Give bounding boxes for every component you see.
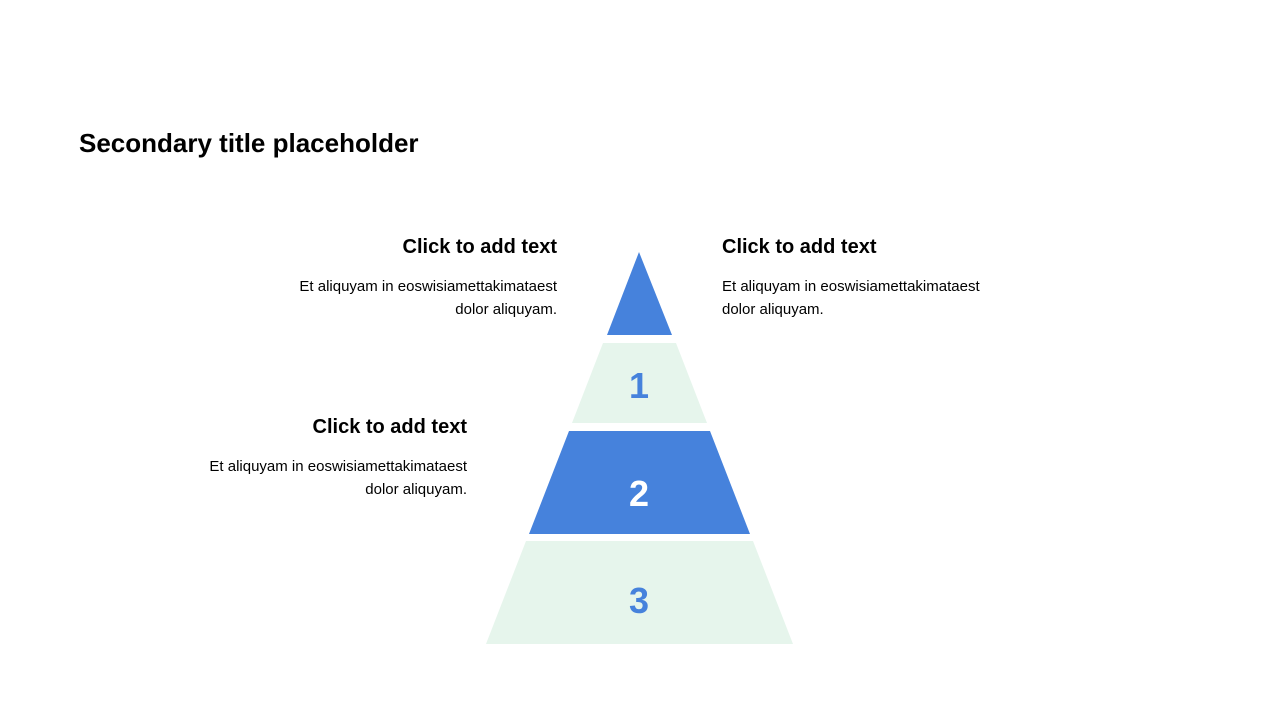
pyramid-level-1: [572, 343, 707, 423]
block-heading: Click to add text: [722, 236, 877, 258]
level-1-label: 1: [629, 365, 649, 406]
text-block-middle-left[interactable]: Click to add text Et aliquyam in eoswisi…: [167, 415, 467, 501]
pyramid-level-2: [529, 431, 750, 534]
level-3-label: 3: [629, 580, 649, 621]
block-heading: Click to add text: [312, 416, 467, 438]
block-heading: Click to add text: [402, 236, 557, 258]
slide-title[interactable]: Secondary title placeholder: [79, 128, 419, 158]
text-block-top-left[interactable]: Click to add text Et aliquyam in eoswisi…: [257, 235, 557, 321]
level-2-label: 2: [629, 473, 649, 514]
pyramid-level-3: [486, 541, 793, 644]
pyramid-apex: [607, 252, 672, 335]
text-block-top-right[interactable]: Click to add text Et aliquyam in eoswisi…: [722, 235, 1022, 321]
